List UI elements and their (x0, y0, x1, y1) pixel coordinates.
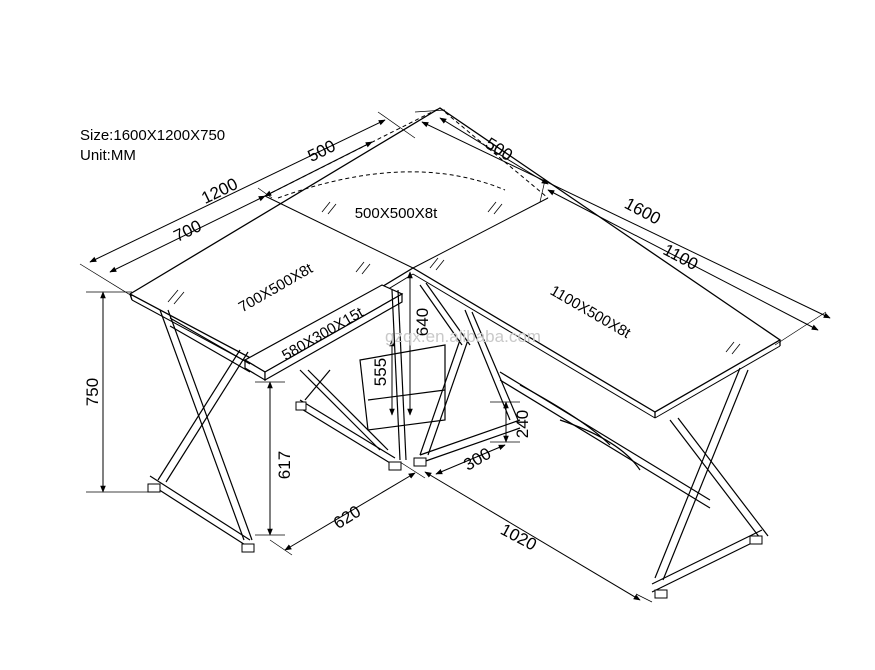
panel-right-label: 1100X500X8t (547, 282, 634, 342)
dimension-lines (89, 117, 831, 601)
extension-lines (79, 109, 827, 603)
dim-support-height: 240 (513, 410, 532, 438)
dim-base-right: 1020 (497, 520, 539, 555)
dim-left-total: 1200 (198, 174, 240, 208)
panel-left-label: 700X500X8t (236, 260, 317, 316)
desk-frame (149, 282, 769, 593)
glass-glints (167, 201, 741, 355)
dim-height: 750 (83, 378, 102, 406)
dim-right-corner: 500 (482, 134, 516, 165)
panel-corner-label: 500X500X8t (355, 205, 438, 222)
dim-right-front: 1100 (660, 240, 701, 274)
desk-feet (147, 401, 763, 599)
watermark: gzqx.en.alibaba.com (385, 327, 541, 346)
corner-panel (264, 107, 549, 269)
dim-right-total: 1600 (621, 194, 663, 229)
dim-leg-clear: 617 (275, 451, 294, 479)
dim-support-depth: 300 (460, 444, 494, 475)
dim-inner-h1: 640 (413, 308, 432, 336)
dim-inner-h2: 555 (371, 358, 390, 386)
keyboard-tray (243, 284, 404, 382)
